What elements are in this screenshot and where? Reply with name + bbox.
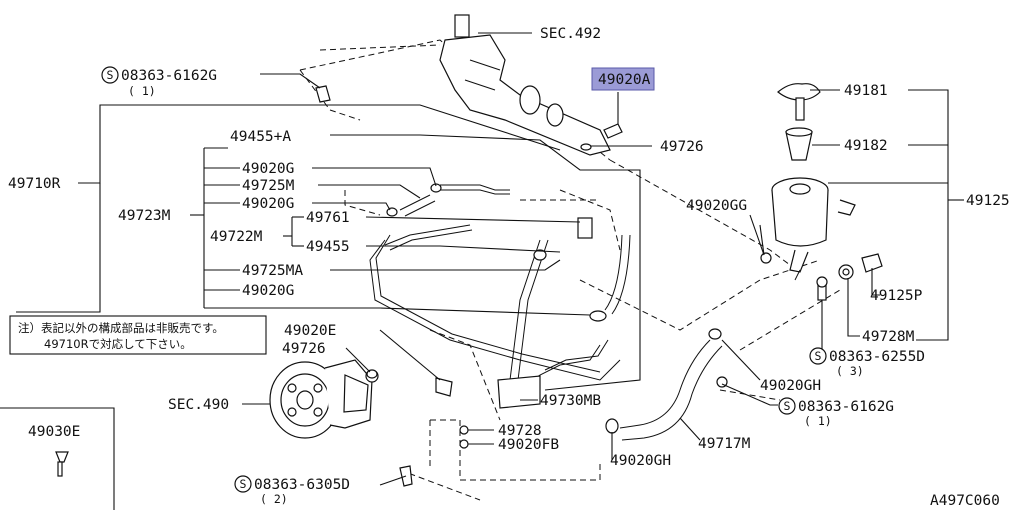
strainer	[785, 127, 813, 161]
label-49020gg[interactable]: 49020GG	[686, 198, 747, 214]
label-49726-top[interactable]: 49726	[660, 139, 704, 155]
label-49020gh-2[interactable]: 49020GH	[610, 453, 671, 469]
label-49717m[interactable]: 49717M	[698, 436, 751, 452]
note-line-2: 49710Rで対応して下さい。	[44, 337, 192, 351]
label-sec490[interactable]: SEC.490	[168, 397, 229, 413]
label-49725m[interactable]: 49725M	[242, 178, 295, 194]
label-49181[interactable]: 49181	[844, 83, 888, 99]
reservoir-cap	[777, 83, 821, 121]
label-49020g-3[interactable]: 49020G	[242, 283, 294, 299]
note-line-1: 注）表記以外の構成部品は非販売です。	[18, 321, 224, 335]
label-bolt-right-2-qty: ( 1)	[804, 414, 832, 428]
highlight-box	[591, 67, 655, 91]
reservoir	[771, 177, 856, 273]
reference-code: A497C060	[930, 493, 1000, 509]
circled-s-marks: S S S S	[101, 66, 827, 493]
label-bolt-right-1-qty: ( 3)	[836, 364, 864, 378]
label-49722m[interactable]: 49722M	[210, 229, 263, 245]
label-49182[interactable]: 49182	[844, 138, 888, 154]
label-bolt-top[interactable]: 08363-6162G	[121, 68, 217, 84]
label-49730mb[interactable]: 49730MB	[540, 393, 601, 409]
steering-gear	[439, 14, 611, 156]
circle-s-4: S	[240, 477, 247, 491]
circle-s-2: S	[815, 349, 822, 363]
label-49728[interactable]: 49728	[498, 423, 542, 439]
assembly-outlines	[299, 39, 841, 501]
label-bolt-bottom-qty: ( 2)	[260, 492, 288, 506]
label-49020gh-1[interactable]: 49020GH	[760, 378, 821, 394]
label-49723m[interactable]: 49723M	[118, 208, 171, 224]
circle-s-1: S	[107, 68, 114, 82]
label-49020e[interactable]: 49020E	[284, 323, 336, 339]
label-49725ma[interactable]: 49725MA	[242, 263, 303, 279]
label-49020a[interactable]: 49020A	[598, 72, 651, 88]
label-bolt-bottom[interactable]: 08363-6305D	[254, 477, 350, 493]
label-bolt-top-qty: ( 1)	[128, 84, 156, 98]
label-49455[interactable]: 49455	[306, 239, 350, 255]
label-bolt-right-1[interactable]: 08363-6255D	[829, 349, 925, 365]
label-49726-left[interactable]: 49726	[282, 341, 326, 357]
note-box	[9, 315, 267, 355]
label-49020g-2[interactable]: 49020G	[242, 196, 294, 212]
hoses	[369, 184, 801, 441]
label-49710r[interactable]: 49710R	[8, 176, 61, 192]
label-49125p[interactable]: 49125P	[870, 288, 923, 304]
leader-lines	[0, 32, 964, 510]
label-sec492[interactable]: SEC.492	[540, 26, 601, 42]
label-49030e[interactable]: 49030E	[28, 424, 80, 440]
circle-s-3: S	[784, 399, 791, 413]
small-parts-right	[759, 224, 883, 301]
part-labels: SEC.492 49020A 08363-6162G ( 1) 49455+A …	[8, 26, 1010, 509]
label-bolt-right-2[interactable]: 08363-6162G	[798, 399, 894, 415]
label-49020fb[interactable]: 49020FB	[498, 437, 559, 453]
label-49761[interactable]: 49761	[306, 210, 350, 226]
pump	[269, 359, 379, 439]
label-49020g-1[interactable]: 49020G	[242, 161, 294, 177]
label-49125[interactable]: 49125	[966, 193, 1010, 209]
label-49455a[interactable]: 49455+A	[230, 129, 291, 145]
label-49728m[interactable]: 49728M	[862, 329, 915, 345]
